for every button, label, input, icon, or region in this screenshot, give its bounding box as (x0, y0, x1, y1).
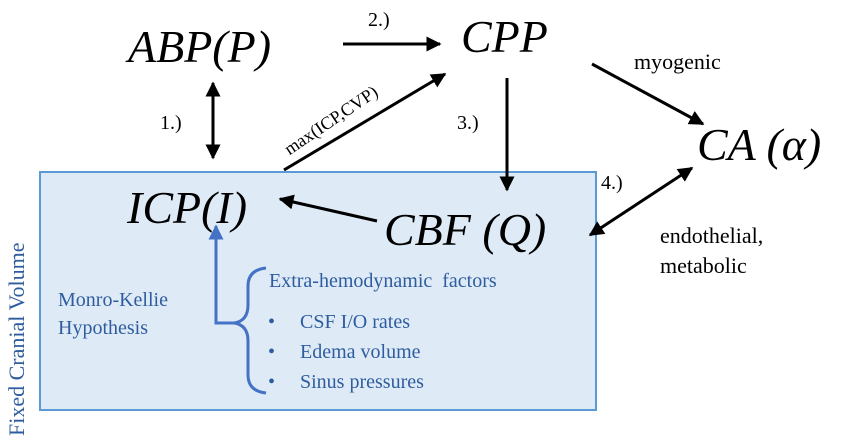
hypothesis-line-1: Monro-Kellie (58, 289, 168, 311)
factors-title: Extra-hemodynamic factors (269, 270, 497, 292)
edge-label-metabolic: metabolic (660, 253, 747, 278)
factor-item-1: CSF I/O rates (300, 311, 410, 333)
step-label-4: 4.) (601, 172, 623, 194)
step-label-1: 1.) (160, 112, 182, 134)
arrow-ca-cbf (588, 166, 694, 237)
arrow-monro-kellie (208, 224, 234, 325)
node-cbf: CBF (Q) (384, 204, 547, 255)
factor-bullet-2: • (268, 341, 276, 363)
factor-bullet-1: • (268, 311, 276, 333)
factor-item-2: Edema volume (300, 341, 421, 363)
arrow-cpp-ca (591, 62, 705, 126)
step-label-3: 3.) (457, 112, 479, 134)
step-label-2: 2.) (368, 9, 390, 31)
node-icp: ICP(I) (127, 182, 248, 233)
box-title-fixed-cranial-volume: Fixed Cranial Volume (4, 242, 29, 436)
edge-label-endothelial: endothelial, (660, 223, 764, 248)
factor-item-3: Sinus pressures (300, 371, 424, 393)
hypothesis-line-2: Hypothesis (58, 317, 148, 339)
arrow-icp-cpp (283, 72, 447, 172)
node-cpp: CPP (461, 11, 548, 62)
node-ca: CA (α) (697, 119, 822, 170)
node-abp: ABP(P) (128, 21, 272, 72)
fixed-cranial-volume-box (39, 171, 597, 411)
arrow-cbf-icp (278, 194, 378, 223)
factor-bullet-3: • (268, 371, 276, 393)
edge-label-myogenic: myogenic (634, 49, 721, 74)
